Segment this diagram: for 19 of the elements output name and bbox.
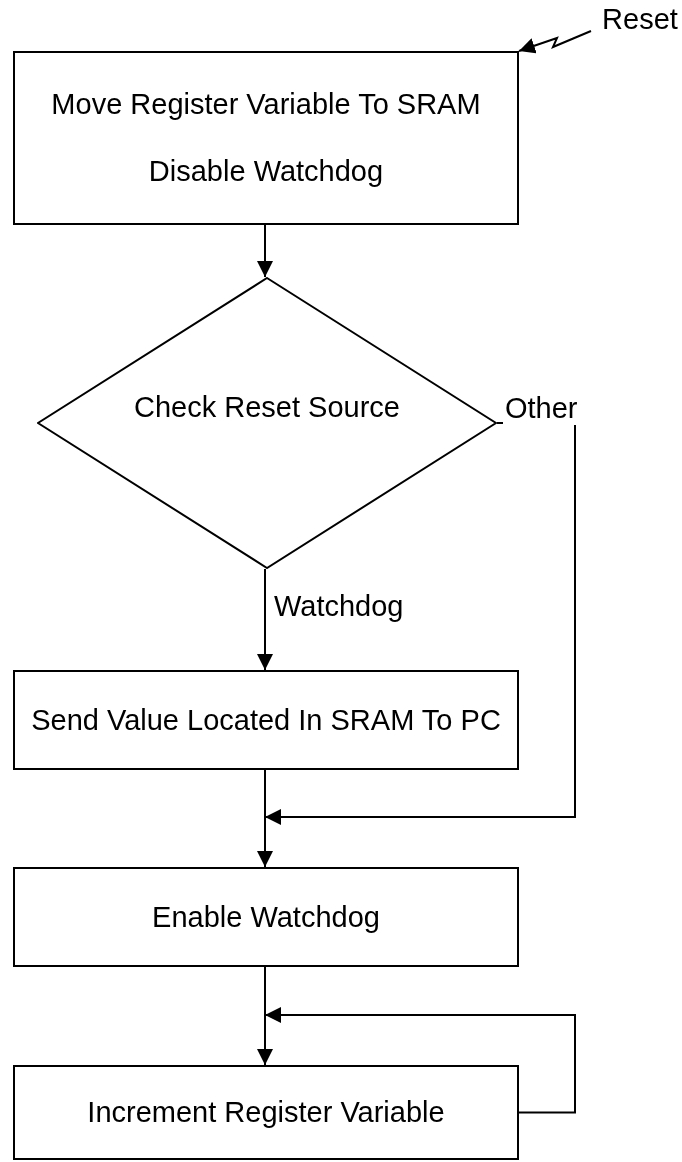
arrow bbox=[264, 422, 576, 825]
arrow bbox=[257, 568, 273, 671]
process-box bbox=[13, 670, 519, 770]
step-text: Enable Watchdog bbox=[152, 900, 380, 934]
step-text: Check Reset Source bbox=[134, 390, 400, 424]
process-box bbox=[13, 51, 519, 225]
step-text: Move Register Variable To SRAM bbox=[51, 87, 481, 121]
decision-diamond bbox=[37, 277, 497, 569]
process-box bbox=[13, 867, 519, 967]
arrow bbox=[257, 816, 273, 868]
process-box bbox=[13, 1065, 519, 1160]
lightning-arrow bbox=[518, 30, 592, 54]
arrow bbox=[257, 224, 273, 278]
arrow bbox=[257, 1014, 273, 1066]
step-text: Disable Watchdog bbox=[148, 155, 384, 189]
step-text: Send Value Located In SRAM To PC bbox=[31, 703, 501, 737]
step-text: Increment Register Variable bbox=[87, 1096, 445, 1129]
arrow bbox=[264, 1007, 576, 1114]
signal-label: Reset bbox=[602, 2, 678, 36]
